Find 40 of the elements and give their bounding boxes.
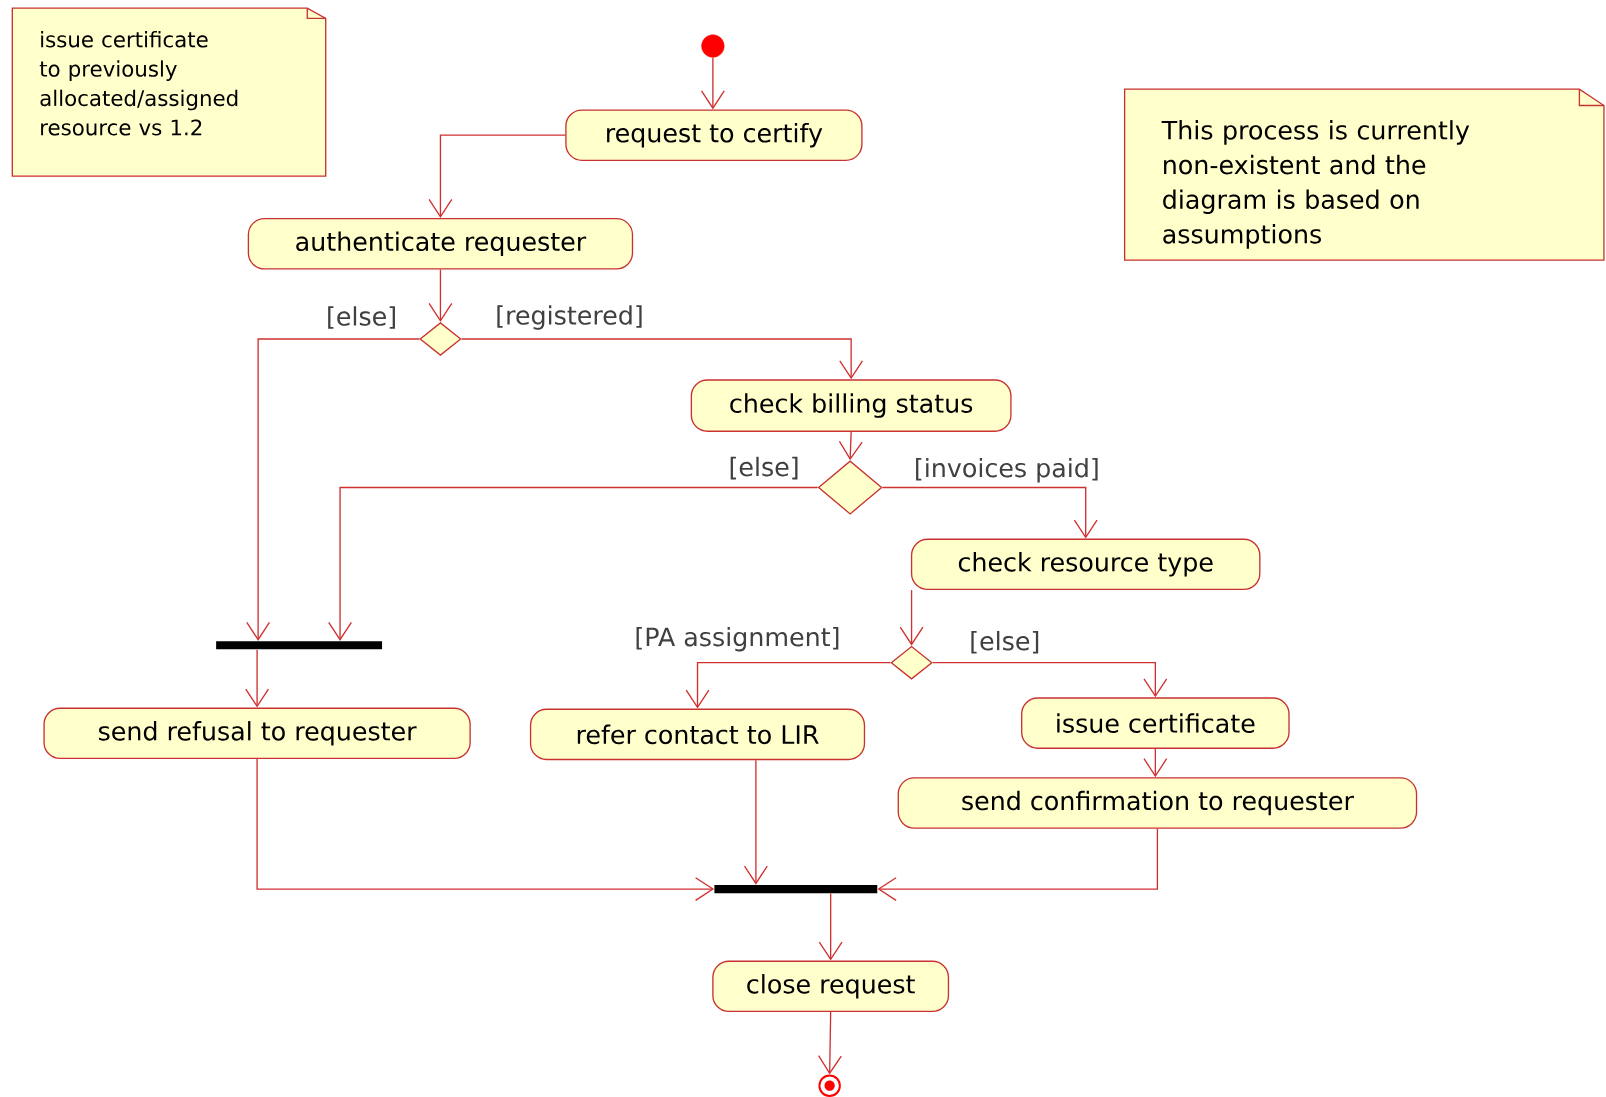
sync-bar — [216, 641, 383, 650]
arrow — [246, 338, 420, 641]
arrow — [428, 268, 453, 322]
action-box: close request — [712, 960, 950, 1013]
edge-label: [registered] — [493, 303, 646, 332]
edge-label: [invoices paid] — [912, 456, 1102, 484]
end-marker — [818, 1074, 841, 1097]
decision-diamond — [817, 460, 883, 515]
action-box: check billing status — [690, 379, 1012, 432]
note: issue certificate to previously allocated/assigned resource vs 1.2 — [11, 7, 327, 177]
arrow — [899, 589, 924, 646]
action-box: authenticate requester — [247, 218, 634, 270]
decision-diamond — [890, 645, 933, 680]
arrow — [1143, 748, 1168, 778]
arrow — [328, 486, 819, 641]
arrow — [245, 649, 270, 708]
sync-bar — [714, 884, 878, 894]
start-dot — [701, 34, 725, 58]
arrow — [877, 828, 1159, 902]
arrow — [838, 431, 863, 461]
arrow — [881, 486, 1098, 539]
action-box: check resource type — [910, 538, 1261, 591]
action-box: issue certificate — [1021, 697, 1290, 749]
arrow — [932, 662, 1168, 698]
action-box: request to certify — [565, 109, 863, 161]
arrow — [818, 892, 843, 961]
arrow — [700, 57, 725, 110]
action-box: send confirmation to requester — [897, 777, 1418, 829]
arrow — [743, 759, 768, 885]
action-box: refer contact to LIR — [529, 708, 866, 761]
action-box: send refusal to requester — [43, 707, 471, 760]
arrow — [428, 134, 566, 219]
note: This process is currently non-existent and the diagram is based on assumptions — [1123, 88, 1605, 261]
arrow — [256, 758, 715, 902]
arrow — [817, 1011, 842, 1075]
decision-diamond — [419, 322, 462, 356]
edge-label: [PA assignment] — [633, 625, 842, 653]
edge-label: [else] — [727, 455, 801, 481]
arrow — [460, 338, 864, 380]
arrow — [685, 662, 892, 709]
